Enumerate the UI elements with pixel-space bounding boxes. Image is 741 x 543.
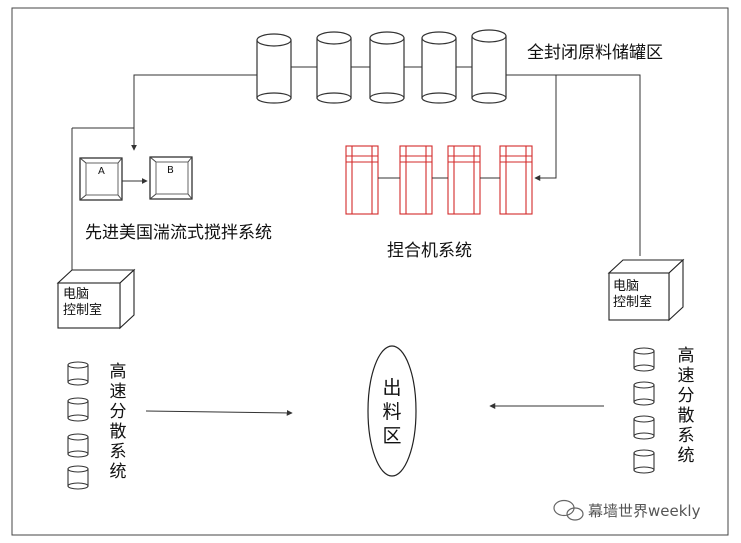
- outer-frame: [11, 7, 729, 536]
- mixer-b-label: B: [167, 165, 174, 176]
- arrow-left-to-output: [145, 409, 293, 416]
- storage-tank: [316, 31, 352, 104]
- output-area-oval: [367, 345, 417, 477]
- control-room-right-line1: 电脑: [613, 279, 640, 294]
- mixer-unit-a: [79, 157, 123, 201]
- control-room-right-line2: 控制室: [613, 295, 653, 310]
- output-area-label: 出料区: [382, 377, 402, 447]
- dispersion-left-label: 高速分散系统: [109, 362, 127, 482]
- kneading-system-label: 捏合机系统: [387, 241, 472, 261]
- control-room-left-line2: 控制室: [63, 303, 103, 318]
- dispersion-right-label: 高速分散系统: [677, 346, 695, 466]
- kneader-units: [345, 145, 533, 215]
- mixer-unit-b: [149, 156, 193, 200]
- control-room-right-box: [607, 258, 685, 322]
- storage-tank: [369, 31, 405, 104]
- dispersion-cans-right: [633, 347, 655, 474]
- line-right-control: [556, 74, 641, 256]
- mixer-a-label: A: [98, 166, 105, 177]
- storage-tank: [471, 29, 507, 104]
- kneader-unit: [447, 145, 481, 215]
- control-room-left-line1: 电脑: [63, 287, 90, 302]
- control-room-left-box: [56, 268, 136, 330]
- storage-tank: [421, 31, 457, 104]
- storage-tanks: [256, 29, 507, 104]
- feed-lines: [71, 74, 641, 276]
- feed-line-to-mixer: [131, 74, 257, 151]
- wechat-icon: [553, 499, 584, 521]
- storage-area-label: 全封闭原料储罐区: [527, 43, 663, 63]
- kneader-unit: [499, 145, 533, 215]
- kneader-unit: [399, 145, 433, 215]
- kneader-unit: [345, 145, 379, 215]
- dispersion-cans-left: [67, 361, 89, 490]
- control-room-right-label: 电脑 控制室: [613, 279, 652, 311]
- watermark-text: 幕墙世界weekly: [588, 502, 701, 520]
- control-room-left-label: 电脑 控制室: [63, 287, 102, 319]
- storage-tank: [256, 33, 292, 104]
- feed-line-to-kneader: [506, 74, 557, 181]
- mixer-system-label: 先进美国湍流式搅拌系统: [85, 223, 272, 243]
